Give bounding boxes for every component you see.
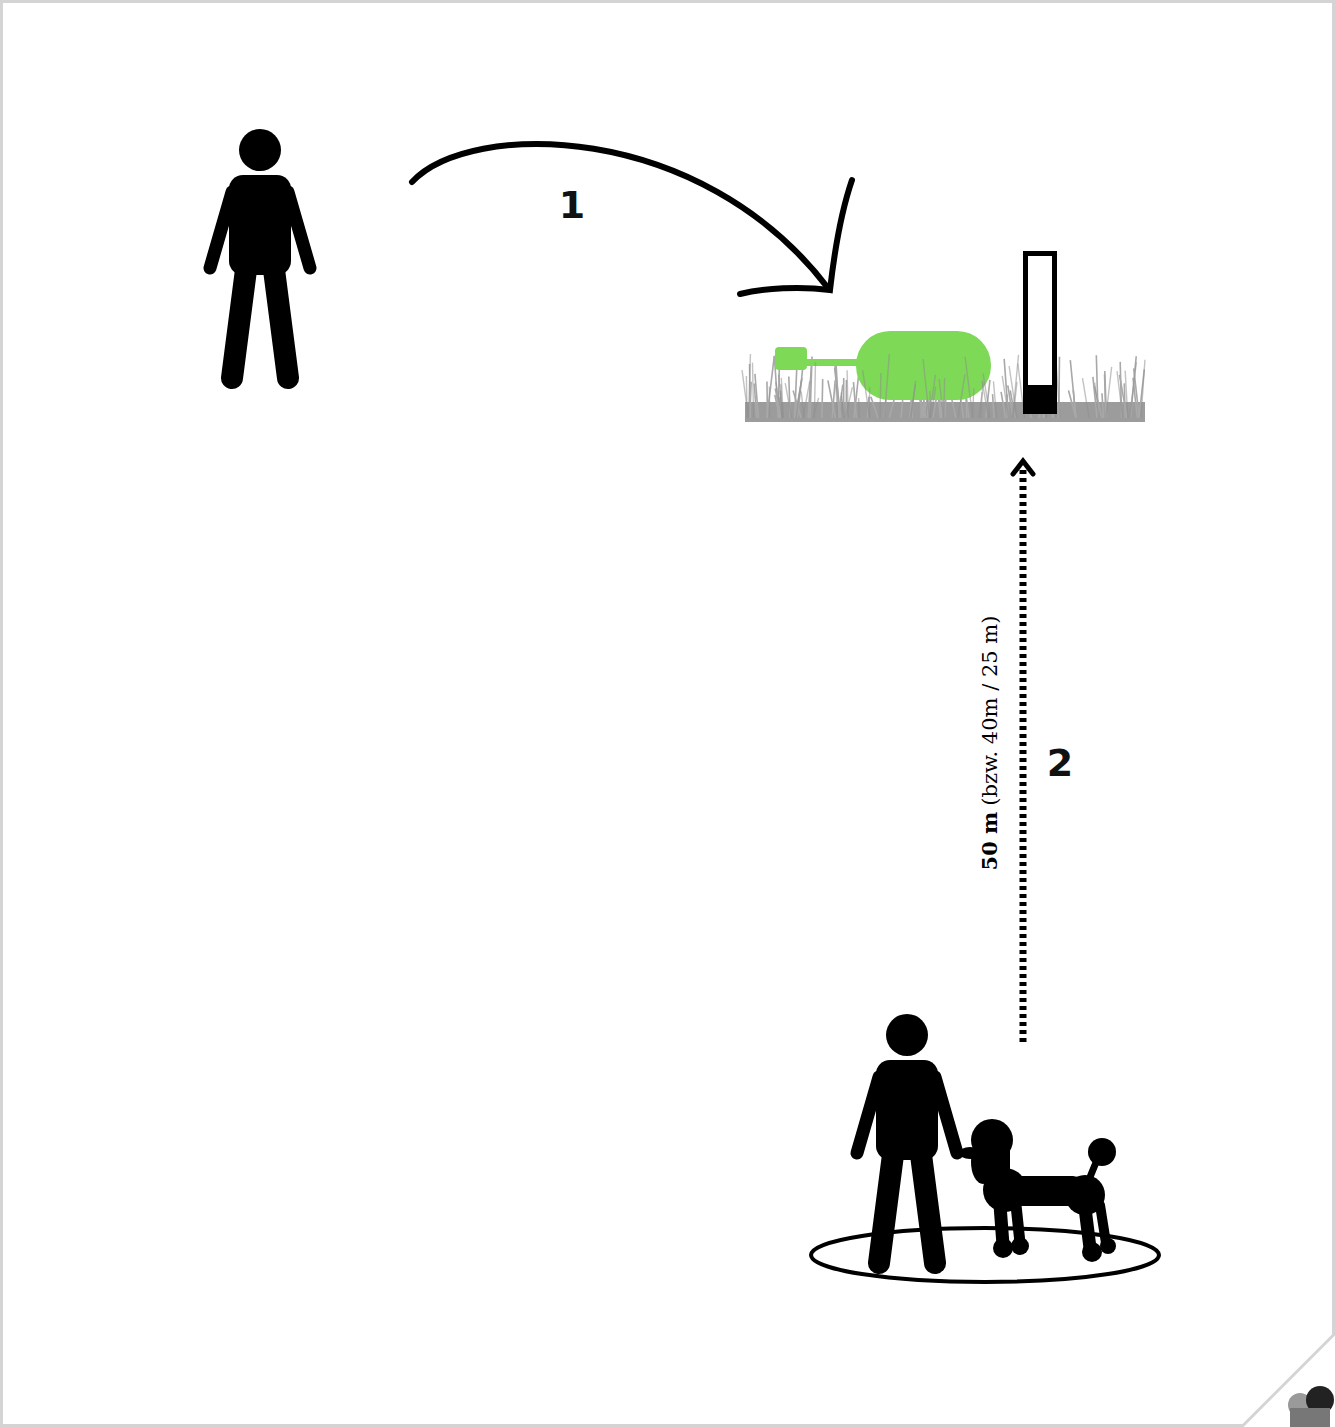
distance-arrow <box>1013 461 1033 1042</box>
dummy <box>775 331 991 400</box>
distance-alternatives: (bzw. 40m / 25 m) <box>978 616 1002 806</box>
distance-value: 50 m <box>977 812 1002 871</box>
poodle-silhouette <box>959 1119 1116 1262</box>
handler-figure <box>857 1014 957 1263</box>
throw-arrow <box>412 144 852 294</box>
marker-post <box>1025 254 1055 413</box>
callout-number: 1 <box>559 186 585 224</box>
person-figure <box>210 129 310 378</box>
watermark-logo <box>1288 1386 1334 1427</box>
position-circle <box>811 1228 1159 1282</box>
callout-number: 2 <box>1047 744 1073 782</box>
grass-blades <box>742 354 1145 418</box>
distance-label: 50 m (bzw. 40m / 25 m) <box>979 616 1001 871</box>
